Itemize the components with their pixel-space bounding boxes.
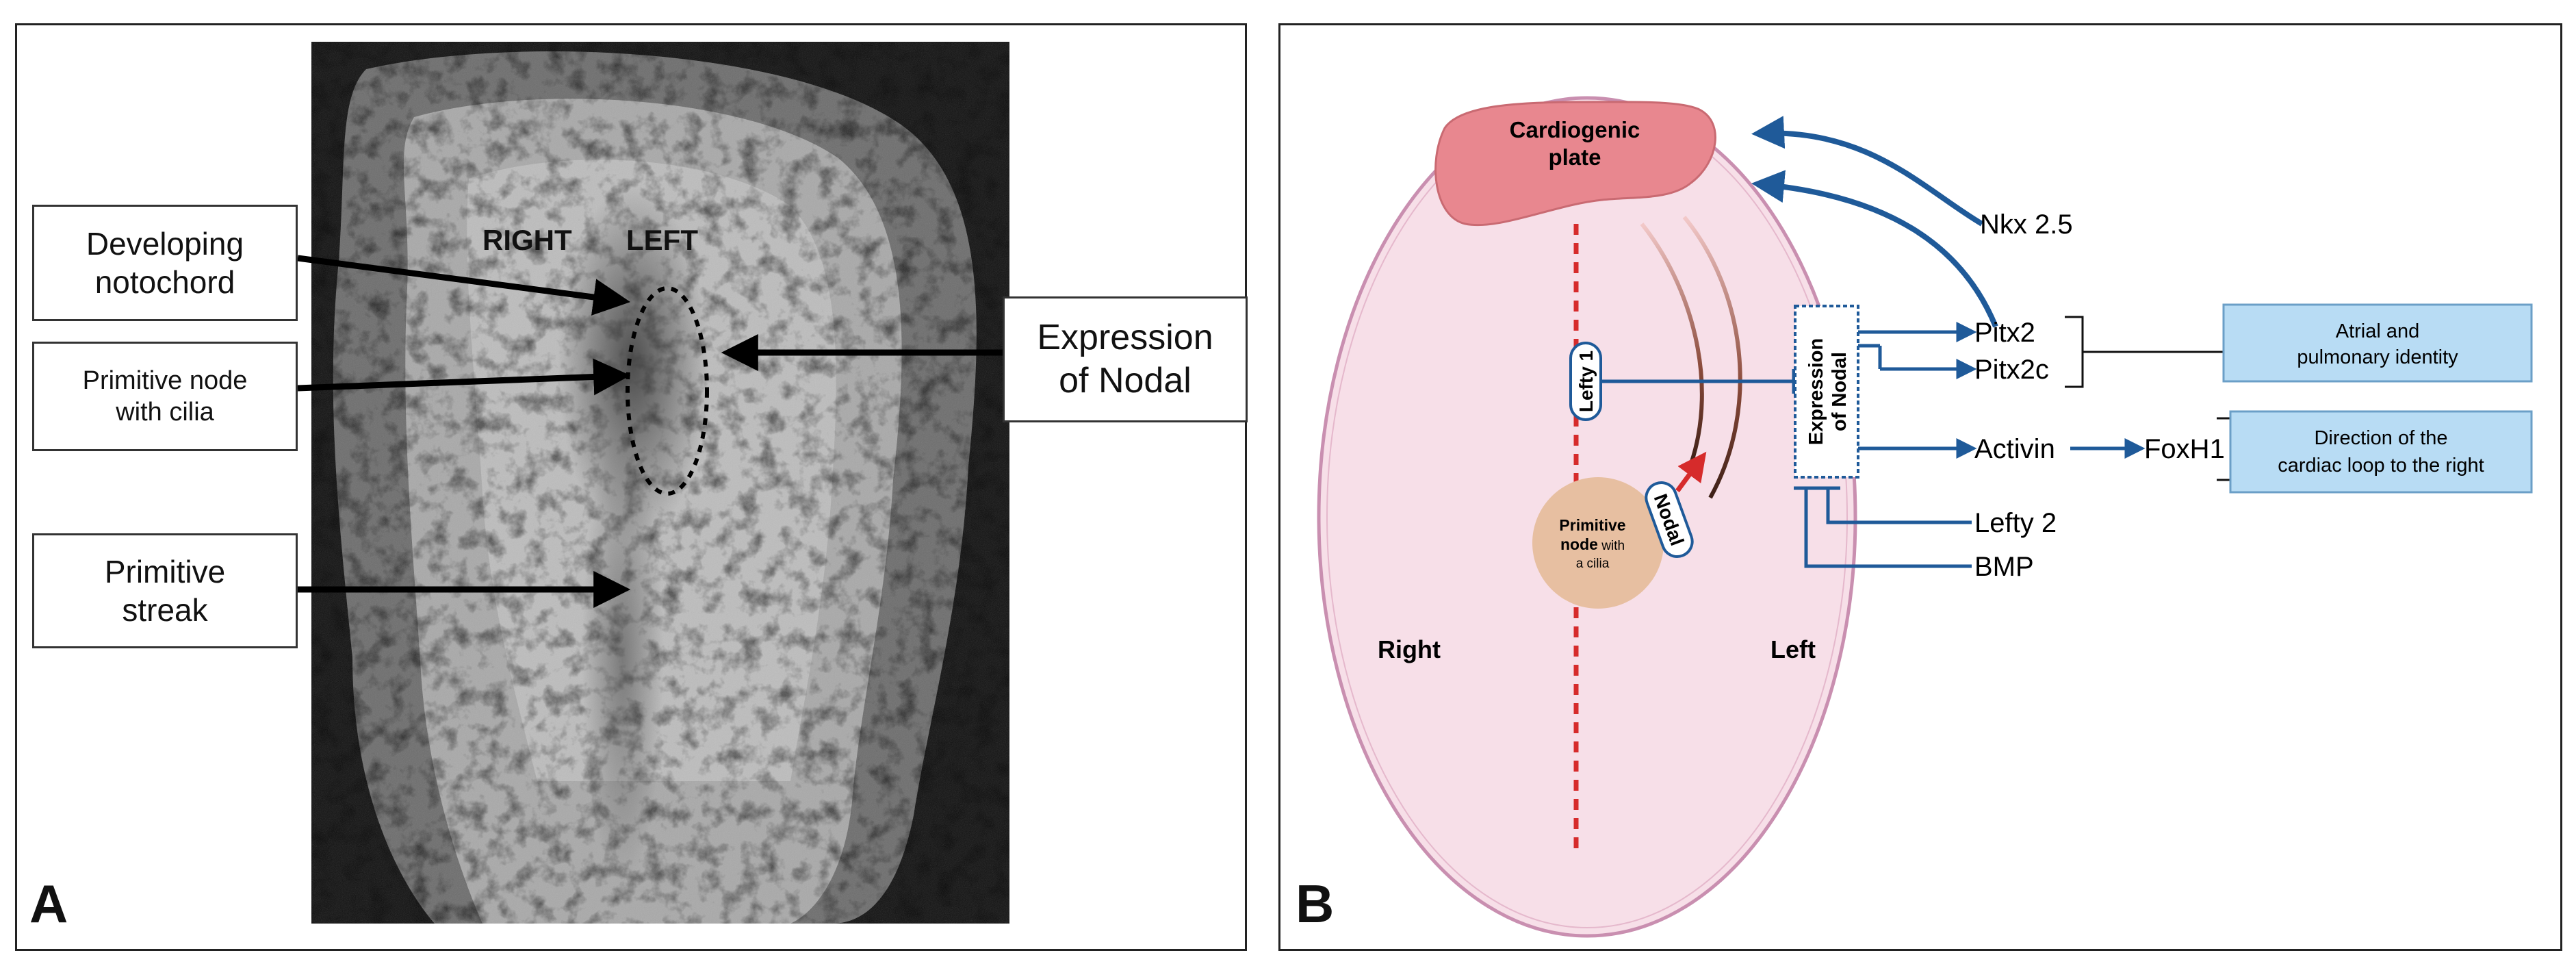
embryo-micrograph: RIGHT LEFT: [311, 42, 1009, 924]
node-label-1: Primitive: [1559, 516, 1625, 534]
cardiogenic-plate-label-2: plate: [1548, 144, 1601, 170]
pitx2c-label: Pitx2c: [1974, 355, 2049, 385]
photo-label-right: RIGHT: [482, 224, 572, 256]
callout-expression-nodal: Expression of Nodal: [1003, 296, 1248, 422]
pitx2-to-plate-arrow: [1751, 170, 1998, 328]
nkx-label: Nkx 2.5: [1980, 209, 2073, 240]
primitive-node-arrow: [297, 358, 631, 396]
atrial-identity-box: [2222, 303, 2533, 383]
lefty2-label: Lefty 2: [1974, 508, 2057, 538]
primitive-node: [1532, 477, 1664, 609]
curve-outer: [1682, 216, 1742, 499]
nkx-to-plate-arrow: [1751, 116, 1984, 227]
photo-label-left: LEFT: [626, 224, 698, 256]
side-label-right: Right: [1378, 635, 1441, 663]
pitx-bracket: [2065, 316, 2084, 388]
lefty1-pill: Lefty 1: [1569, 342, 1602, 421]
bmp-label: BMP: [1974, 552, 2034, 582]
panel-b: Cardiogenic plate Primitive node with a …: [1278, 23, 2562, 951]
expression-box-label-2: of Nodal: [1829, 352, 1851, 431]
atrial-box-line-1: Atrial and: [2336, 320, 2420, 342]
callout-developing-notochord: Developing notochord: [32, 205, 298, 321]
svg-text:node with: node with: [1560, 535, 1625, 553]
panel-b-letter: B: [1296, 874, 1335, 934]
left-right-signaling-diagram: Cardiogenic plate Primitive node with a …: [1317, 96, 2533, 938]
loop-box-line-2: cardiac loop to the right: [2278, 455, 2484, 476]
foxh1-label: FoxH1: [2144, 434, 2225, 464]
cardiac-loop-box: [2229, 410, 2533, 494]
callout-primitive-node: Primitive node with cilia: [32, 342, 298, 451]
loop-box-line-1: Direction of the: [2314, 427, 2447, 449]
cardiogenic-plate: [1434, 101, 1716, 227]
micrograph-image: RIGHT LEFT: [311, 42, 1009, 924]
node-label-3: a cilia: [1576, 557, 1610, 571]
panel-a: RIGHT LEFT Developing notochord Primitiv…: [15, 23, 1248, 951]
cardiogenic-plate-label-1: Cardiogenic: [1510, 117, 1640, 142]
panel-a-arrows: [297, 255, 1003, 608]
node-label-bold: node: [1560, 535, 1598, 553]
expression-box-label-1: Expression: [1805, 338, 1827, 445]
expression-of-nodal-box: [1794, 305, 1859, 479]
bmp-inhibition-line: [1804, 490, 1972, 568]
nodal-red-arrow: [1675, 451, 1707, 493]
curve-inner: [1640, 223, 1704, 464]
activin-label: Activin: [1974, 434, 2055, 464]
atrial-box-line-2: pulmonary identity: [2297, 346, 2458, 368]
notochord-arrow: [297, 255, 631, 316]
side-label-left: Left: [1770, 635, 1816, 663]
lefty2-inhibition-line: [1826, 490, 1972, 524]
node-label-rest: with: [1598, 539, 1625, 553]
lefty1-label: Lefty 1: [1575, 351, 1597, 412]
callout-primitive-streak: Primitive streak: [32, 533, 298, 648]
panel-a-letter: A: [29, 874, 68, 934]
pitx2-label: Pitx2: [1974, 318, 2035, 348]
